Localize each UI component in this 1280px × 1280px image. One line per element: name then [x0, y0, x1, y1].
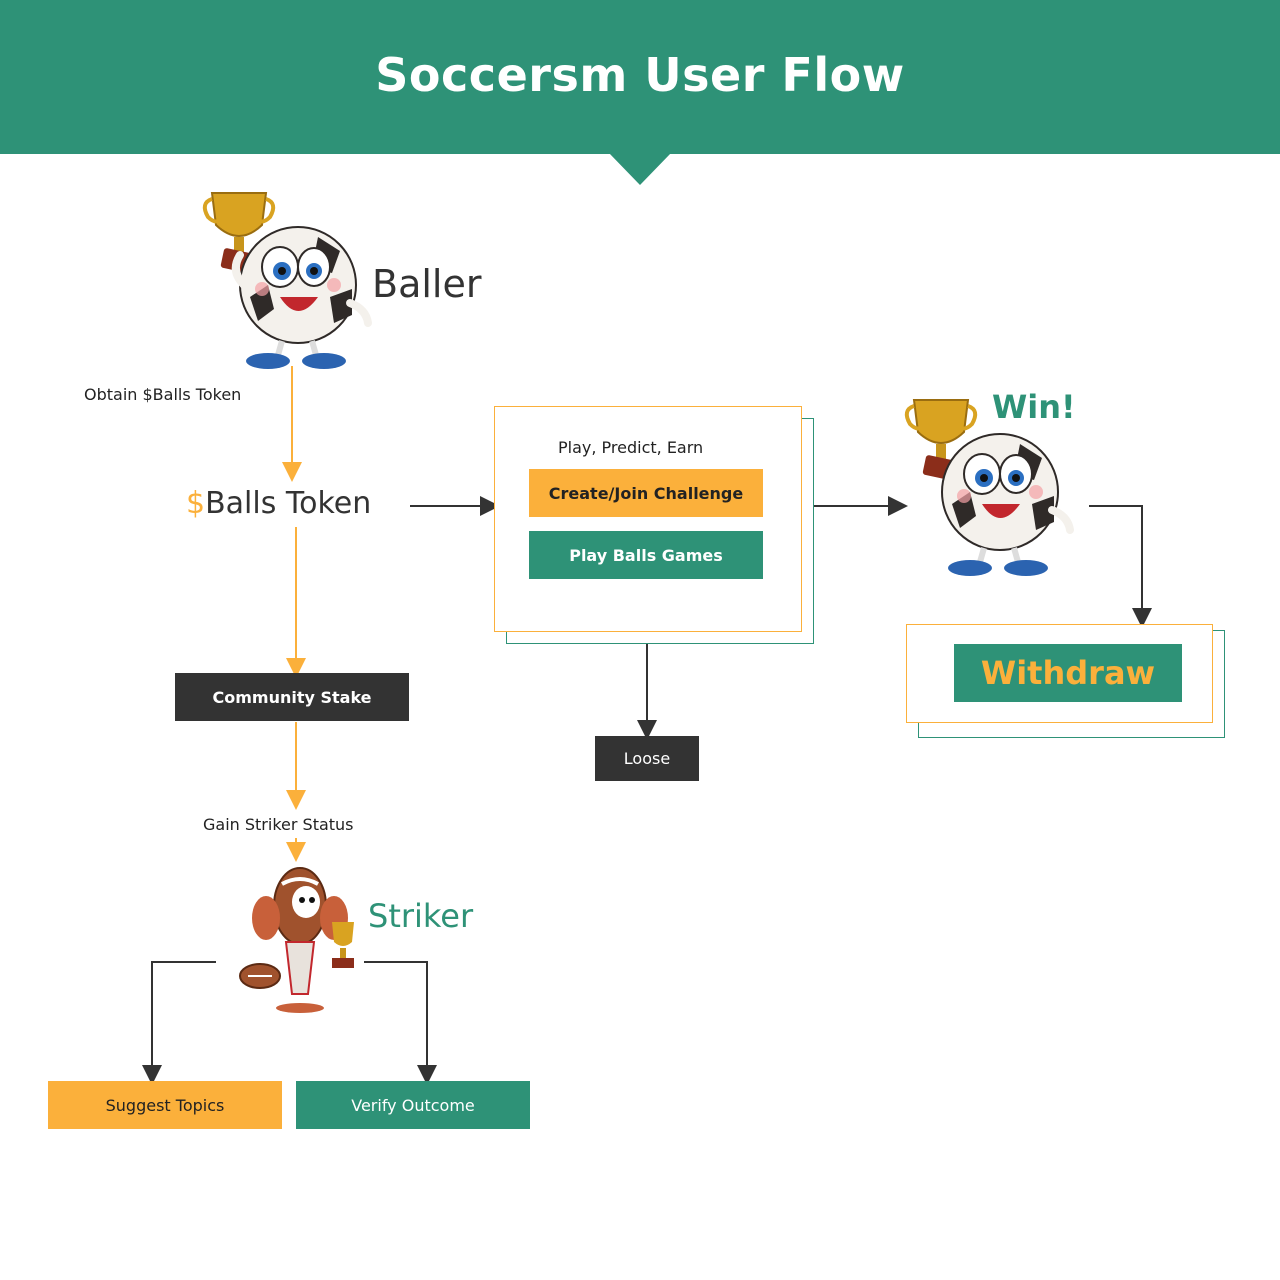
challenge-panel: [494, 406, 802, 632]
striker-label: Striker: [368, 897, 474, 935]
american-football-mascot-icon: [239, 867, 354, 1013]
verify-outcome-box: Verify Outcome: [296, 1081, 530, 1129]
baller-label: Baller: [372, 262, 482, 306]
suggest-topics-box: Suggest Topics: [48, 1081, 282, 1129]
loose-box: Loose: [595, 736, 699, 781]
play-balls-games-box: Play Balls Games: [529, 531, 763, 579]
gain-striker-label: Gain Striker Status: [203, 815, 354, 834]
arrow-win-to-withdraw: [1089, 505, 1152, 628]
win-label: Win!: [992, 388, 1076, 426]
dollar-symbol: $: [186, 486, 206, 521]
balls-token-node: $Balls Token: [186, 486, 371, 521]
trophy-icon: [332, 922, 354, 968]
balls-token-text: Balls Token: [205, 486, 372, 521]
header-banner: [0, 0, 1280, 154]
header-notch: [609, 153, 671, 185]
soccer-ball-mascot-icon: [202, 192, 372, 369]
panel-caption: Play, Predict, Earn: [558, 438, 704, 457]
obtain-token-label: Obtain $Balls Token: [84, 385, 242, 404]
soccer-ball-mascot-icon: [904, 399, 1074, 576]
arrow-striker-to-verify: [364, 961, 437, 1085]
withdraw-box: Withdraw: [954, 644, 1182, 702]
community-stake-box: Community Stake: [175, 673, 409, 721]
arrow-striker-to-suggest: [142, 961, 216, 1085]
page-title: Soccersm User Flow: [375, 48, 905, 102]
create-join-challenge-box: Create/Join Challenge: [529, 469, 763, 517]
